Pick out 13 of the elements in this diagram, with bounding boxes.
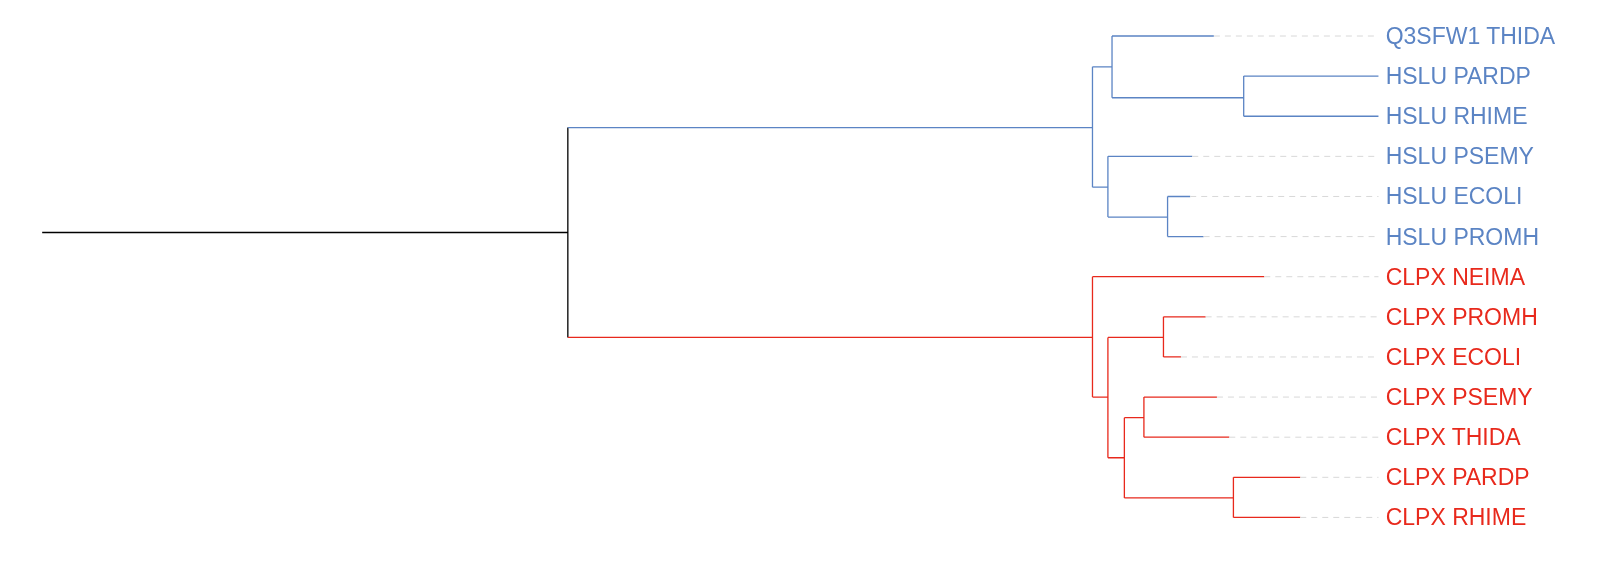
leaf-label: CLPX PARDP xyxy=(1385,464,1530,491)
leaf-label: CLPX THIDA xyxy=(1385,424,1521,451)
leaf-label: Q3SFW1 THIDA xyxy=(1385,23,1556,49)
leaf-label: CLPX ECOLI xyxy=(1385,343,1522,370)
leaf-label: CLPX PROMH xyxy=(1385,303,1538,330)
leaf-label: HSLU PARDP xyxy=(1385,63,1531,90)
leaf-label: HSLU RHIME xyxy=(1385,103,1528,130)
leaf-label: HSLU PROMH xyxy=(1385,223,1539,250)
leaf-label: HSLU ECOLI xyxy=(1385,183,1523,210)
leaf-label: CLPX NEIMA xyxy=(1385,263,1525,290)
leaf-label: CLPX PSEMY xyxy=(1385,384,1533,411)
leaf-label: CLPX RHIME xyxy=(1385,504,1527,531)
leaf-label: HSLU PSEMY xyxy=(1385,143,1534,170)
